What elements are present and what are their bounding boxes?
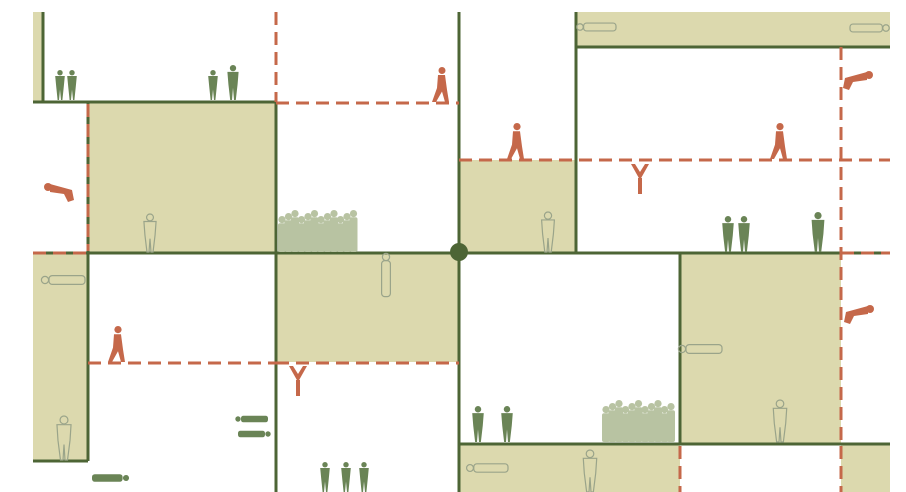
standing-person-icon — [320, 462, 330, 492]
room-fill-4 — [576, 12, 890, 47]
walking-person-icon — [44, 183, 74, 202]
walking-person-icon — [770, 123, 787, 159]
room-fill-3 — [276, 253, 459, 362]
standing-person-icon — [55, 70, 65, 100]
standing-person-icon — [208, 70, 218, 100]
standing-person-icon — [738, 216, 750, 252]
walking-person-icon — [108, 326, 125, 362]
standing-person-icon — [227, 65, 238, 100]
room-fill-8 — [460, 444, 680, 492]
walking-person-icon — [631, 164, 649, 194]
crowd-icon — [278, 210, 358, 252]
standing-person-icon — [472, 406, 484, 442]
walking-person-icon — [843, 71, 873, 90]
room-fill-9 — [841, 444, 890, 492]
walking-person-icon — [289, 366, 307, 396]
standing-person-icon — [359, 462, 369, 492]
lying-person-icon — [235, 416, 268, 423]
standing-person-icon — [722, 216, 734, 252]
walking-person-icon — [432, 67, 449, 102]
walking-person-icon — [844, 305, 874, 324]
standing-person-icon — [812, 212, 825, 252]
walking-person-icon — [507, 123, 524, 159]
lying-person-icon — [92, 474, 129, 481]
room-fill-5 — [460, 160, 576, 253]
standing-person-icon — [67, 70, 77, 100]
room-fill-2 — [88, 102, 275, 253]
lying-person-icon — [238, 431, 271, 438]
crowd-icon — [602, 400, 675, 442]
room-fill-7 — [680, 253, 841, 444]
standing-person-icon — [501, 406, 513, 442]
standing-person-icon — [341, 462, 351, 492]
node-dot-icon — [450, 243, 468, 261]
